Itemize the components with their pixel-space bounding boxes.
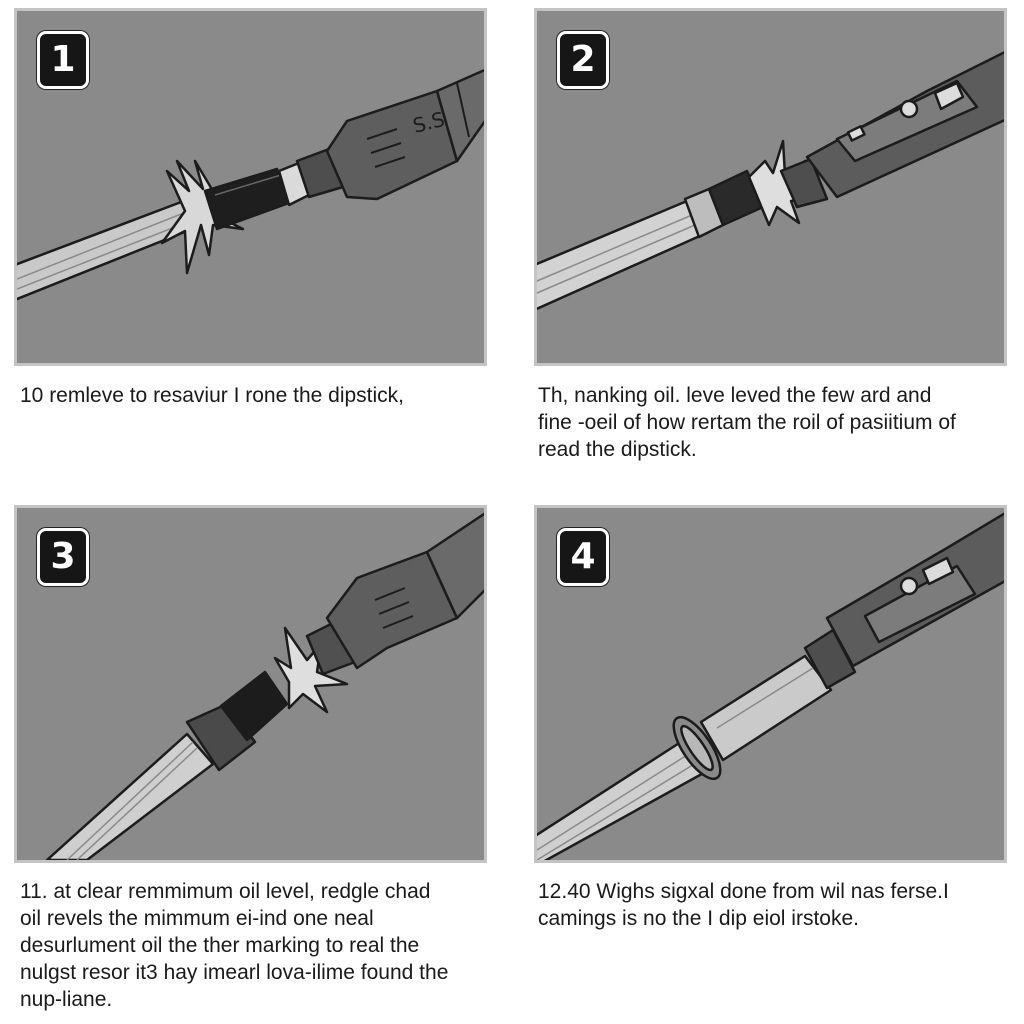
step-2-illustration — [537, 51, 1004, 311]
step-1-number-badge: 1 — [37, 31, 89, 89]
step-1-panel: S.S 1 — [14, 8, 487, 366]
step-4-number-badge: 4 — [557, 528, 609, 586]
step-3-panel: 3 — [14, 505, 487, 863]
step-3-number-badge: 3 — [37, 528, 89, 586]
caption-line: read the dipstick. — [538, 438, 697, 461]
caption-line: desurlument oil the ther marking to real… — [20, 934, 420, 957]
step-3-caption: 11. at clear remmimum oil level, redgle … — [20, 878, 448, 1013]
caption-line: nulgst resor it3 hay imearl lova-ilime f… — [20, 961, 449, 984]
step-2-caption: Th, nanking oil. leve leved the few ard … — [538, 382, 956, 463]
caption-line: 11. at clear remmimum oil level, redgle … — [20, 880, 431, 903]
step-1-caption: 10 remleve to resaviur I rone the dipsti… — [20, 382, 404, 409]
caption-line: nup-liane. — [20, 988, 113, 1011]
caption-line: 12.40 Wighs sigxal done from wil nas fer… — [538, 880, 949, 903]
caption-line: fine -oeil of how rertam the roil of pas… — [538, 411, 956, 434]
caption-line: oil revels the mimmum ei-ind one neal — [20, 907, 374, 930]
caption-line: camings is no the I dip eiol irstoke. — [538, 907, 859, 930]
step-2-number-badge: 2 — [557, 31, 609, 89]
step-4-illustration — [537, 512, 1004, 860]
caption-line: 10 remleve to resaviur I rone the dipsti… — [20, 384, 405, 407]
step-4-caption: 12.40 Wighs sigxal done from wil nas fer… — [538, 878, 949, 932]
step-4-panel: 4 — [534, 505, 1007, 863]
caption-line: Th, nanking oil. leve leved the few ard … — [538, 384, 932, 407]
step-1-illustration: S.S — [17, 68, 484, 301]
step-2-panel: 2 — [534, 8, 1007, 366]
step-3-illustration — [45, 512, 484, 860]
